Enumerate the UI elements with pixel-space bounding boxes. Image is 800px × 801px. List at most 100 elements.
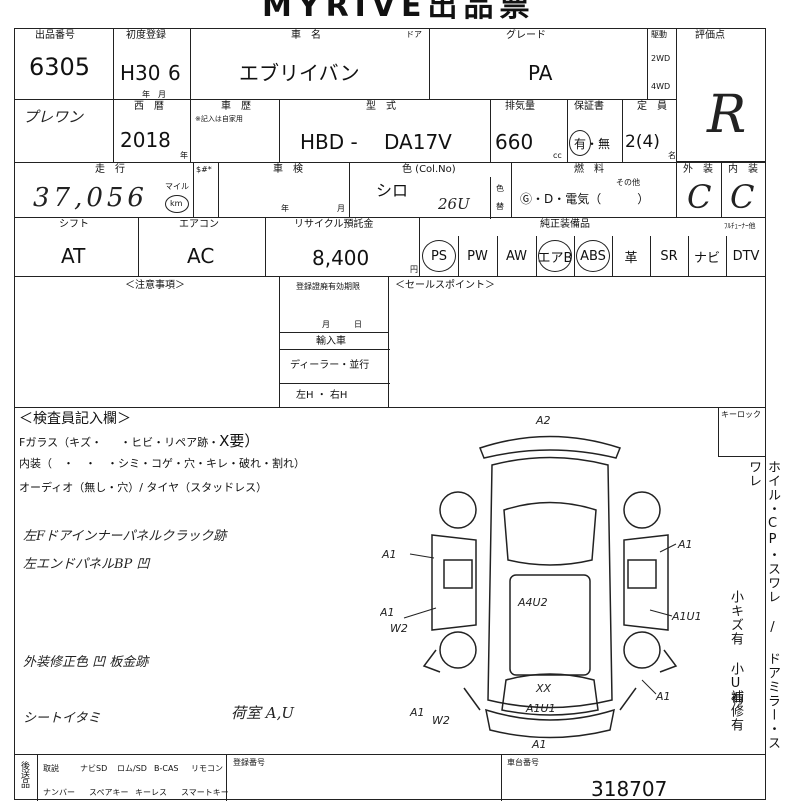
dollar-cell: $#* (193, 162, 219, 218)
drive-label: 駆動 (651, 30, 667, 39)
damage-mark-3: A4U2 (517, 596, 548, 609)
equipment-item-0: PS (420, 236, 459, 276)
recycle-cell: リサイクル預託金 8,400 円 (265, 217, 420, 277)
shift-value: AT (61, 244, 86, 268)
damage-mark-0: A2 (535, 414, 551, 427)
equipment-circle-3 (538, 240, 572, 272)
keylock-cell: キーロック (718, 407, 766, 457)
keylock-label: キーロック (721, 410, 761, 419)
lot-number-value: 6305 (29, 53, 91, 81)
inspection-label: 車 検 (273, 164, 303, 175)
fuel-cell: 燃 料 その他 Ⓖ・D・電気（ ） (511, 162, 677, 218)
lot-number-label: 出品番号 (35, 30, 75, 41)
reg-valid-cell: 登録證廃有効期限 月 日 (279, 276, 389, 333)
interior-label: 内 装 (728, 164, 758, 175)
caution-label: ＜注意事項＞ (125, 280, 185, 291)
x-needed: X要） (219, 432, 260, 450)
color-label: 色 (Col.No) (402, 164, 456, 175)
audio-line: オーディオ（無し・穴）/ タイヤ（スタッドレス） (19, 481, 268, 494)
capacity-cell: 定 員 2(4) 名 (622, 99, 677, 163)
fglass-line: Fガラス（キズ・・ヒビ・リペア跡・X要） (19, 434, 259, 449)
note-5: 荷室 A,U (231, 704, 295, 722)
drive-2wd: 2WD (651, 54, 671, 63)
caution-cell: ＜注意事項＞ (14, 276, 280, 408)
accessory-item-2: ロム/SD (117, 764, 147, 773)
recycle-label: リサイクル預託金 (294, 219, 374, 230)
aircon-label: エアコン (179, 219, 219, 230)
color-swap: 替 (496, 202, 504, 211)
car-name-value: エブリイバン (239, 61, 360, 85)
mile-unit: マイル (165, 182, 189, 191)
aircon-cell: エアコン AC (138, 217, 266, 277)
car-name-cell: 車 名 エブリイバン (190, 28, 430, 100)
accessory-item-3: B-CAS (154, 764, 179, 773)
warranty-label: 保証書 (574, 101, 604, 112)
chassis-no-label: 車台番号 (507, 758, 539, 767)
inspector-area: ＜検査員記入欄＞ Fガラス（キズ・・ヒビ・リペア跡・X要） 内装（ ・ ・ ・シ… (14, 407, 766, 755)
first-registration-year: H30 (120, 61, 161, 85)
note-2: 左エンドパネルBP 凹 (23, 557, 150, 572)
damage-mark-12: A1 (531, 738, 547, 751)
dollar-label: $#* (196, 165, 212, 174)
inspector-label: ＜検査員記入欄＞ (19, 411, 131, 427)
displacement-value: 660 (495, 130, 534, 154)
fuel-label: 燃 料 (574, 164, 604, 175)
year-suffix: 年 (180, 151, 188, 160)
western-year-label: 西 暦 (134, 101, 164, 112)
damage-mark-8: XX (535, 682, 552, 695)
equipment-item-1: PW (458, 236, 498, 276)
recycle-value: 8,400 (312, 246, 370, 270)
cc-unit: cc (553, 151, 562, 160)
accessory-item-row2-0: ナンバー (43, 788, 75, 797)
aircon-value: AC (187, 244, 215, 268)
inspection-cell: 車 検 年 月 (218, 162, 350, 218)
inspection-month: 月 (337, 204, 345, 213)
first-registration-label: 初度登録 (126, 30, 166, 41)
color-cell: 色 (Col.No) シロ 26U 色 替 (349, 162, 512, 219)
dealer-label: ディーラー・並行 (290, 360, 370, 371)
score-cell: 評価点 R (676, 28, 766, 162)
equipment-item-7: ナビ (688, 236, 727, 276)
score-label: 評価点 (695, 30, 725, 41)
equipment-item-4: ABS (574, 236, 613, 276)
vehicle-history-label: 車 歴 (221, 101, 251, 112)
reg-valid-label: 登録證廃有効期限 (296, 282, 360, 291)
accessory-item-1: ナビSD (80, 764, 108, 773)
drive-cell: 駆動 2WD 4WD (647, 28, 677, 100)
accessory-item-row2-2: キーレス (135, 788, 167, 797)
vehicle-history-cell: 車 歴 ※記入は自家用 (190, 99, 280, 163)
damage-mark-10: A1 (409, 706, 425, 719)
model-label: 型 式 (366, 101, 396, 112)
mileage-cell: 走 行 37,056 マイル km (14, 162, 194, 218)
exterior-label: 外 装 (683, 164, 713, 175)
km-unit: km (170, 199, 183, 208)
history-note-cell: プレワン (14, 99, 114, 163)
chassis-no-value: 318707 (591, 777, 668, 801)
door-label: ドア (406, 30, 422, 39)
accessory-item-row2-1: スペアキー (89, 788, 129, 797)
equipment-extra-label: ﾌﾙﾁｭｰﾅｰ他 (724, 222, 756, 230)
exterior-grade: C (687, 178, 712, 216)
reg-no-label: 登録番号 (233, 758, 265, 767)
equipment-circle-4 (576, 240, 610, 272)
grade-value: PA (528, 61, 553, 85)
yen-unit: 円 (410, 265, 418, 274)
displacement-cell: 排気量 660 cc (490, 99, 568, 163)
damage-mark-7: A1 (655, 690, 671, 703)
capacity-value: 2(4) (625, 132, 660, 152)
model-code: DA17V (384, 130, 452, 154)
shift-label: シフト (59, 219, 89, 230)
first-registration-month: 6 (168, 61, 181, 85)
accessory-item-0: 取説 (43, 764, 59, 773)
car-name-label: 車 名 (291, 30, 321, 41)
km-unit-circle (165, 195, 189, 213)
color-name: シロ (376, 181, 409, 200)
exterior-cell: 外 装 C (676, 162, 722, 218)
vehicle-history-note: ※記入は自家用 (195, 115, 243, 123)
warranty-cell: 保証書 有・無 (567, 99, 623, 163)
score-value: R (707, 85, 747, 145)
year-month-label: 年 月 (142, 90, 166, 99)
accessory-item-row2-3: スマートキー (181, 788, 229, 797)
sales-point-cell: ＜セールスポイント＞ (388, 276, 766, 408)
